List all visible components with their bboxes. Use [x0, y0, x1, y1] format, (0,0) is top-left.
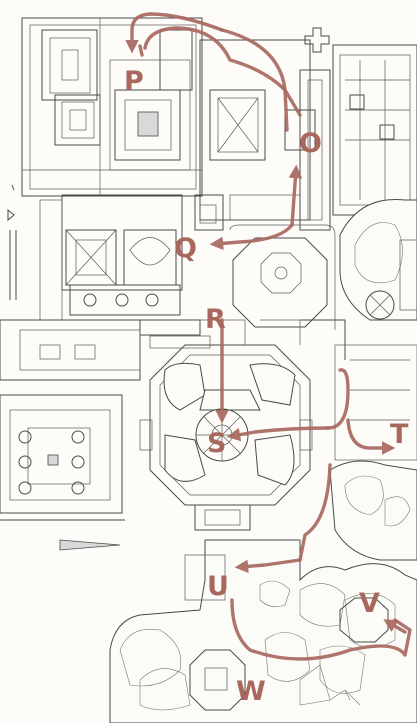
- sw-fortress: [0, 394, 125, 551]
- ne-complex: [332, 44, 417, 216]
- middle-corridors: [0, 319, 346, 381]
- map-labels: P O Q R S T U V W: [124, 66, 409, 707]
- label-u: U: [207, 571, 229, 602]
- label-o: O: [299, 128, 322, 159]
- label-w: W: [236, 676, 266, 707]
- route-path: [125, 12, 412, 661]
- central-temple: [139, 319, 313, 531]
- east-round-tower: [339, 198, 417, 321]
- label-r: R: [205, 304, 226, 335]
- label-p: P: [124, 66, 144, 97]
- label-s: S: [207, 428, 226, 459]
- west-gatehouses: [7, 184, 183, 321]
- label-t: T: [390, 419, 409, 450]
- south-caves: [109, 539, 417, 723]
- east-caves: [329, 344, 417, 561]
- label-v: V: [359, 588, 380, 619]
- cross-marker: [304, 27, 330, 53]
- north-central-complex: [194, 39, 331, 231]
- nw-castle: [21, 17, 203, 197]
- label-q: Q: [174, 233, 197, 264]
